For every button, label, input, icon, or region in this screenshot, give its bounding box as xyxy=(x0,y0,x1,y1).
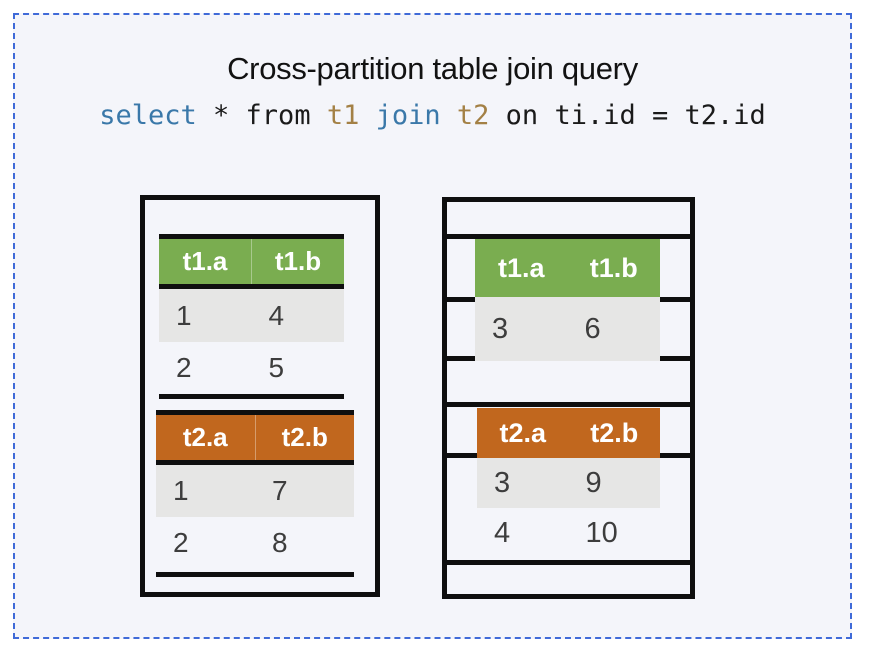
sql-token-t1: t1 xyxy=(326,100,360,131)
sql-token-t2: t2 xyxy=(456,100,490,131)
data-cell: 2 xyxy=(173,527,189,558)
table-rule xyxy=(156,410,354,415)
sql-token-star-from: * from xyxy=(196,100,327,131)
sql-token-join: join xyxy=(375,100,441,131)
partition-rule xyxy=(447,234,690,239)
table-rule xyxy=(156,460,354,465)
diagram-title: Cross-partition table join query xyxy=(227,51,638,86)
data-cell: 10 xyxy=(585,516,618,549)
data-cell: 5 xyxy=(268,352,285,383)
sql-query-line: select * from t1 join t2 on ti.id = t2.i… xyxy=(15,100,850,131)
partition-rule xyxy=(447,402,690,407)
table-rule xyxy=(159,394,344,399)
header-cell: t2.a xyxy=(499,417,547,448)
data-cell: 8 xyxy=(272,527,288,558)
table-t1-left: t1.a t1.b 1 4 2 5 xyxy=(159,234,344,399)
sql-token-on-clause: on ti.id = t2.id xyxy=(489,100,766,131)
data-cell: 2 xyxy=(176,352,192,383)
sql-token-space1 xyxy=(359,100,375,131)
t1-header-row: t1.a t1.b xyxy=(159,239,344,284)
data-cell: 3 xyxy=(494,466,511,499)
table-row: 1 7 xyxy=(156,465,354,517)
sql-token-space2 xyxy=(441,100,457,131)
data-cell: 3 xyxy=(492,312,509,345)
table-row: 3 9 xyxy=(477,458,660,508)
slide-dashed-frame: Cross-partition table join query select … xyxy=(13,13,852,639)
table-rule xyxy=(159,234,344,239)
table-row: 2 5 xyxy=(159,342,344,394)
partition-box-left: t1.a t1.b 1 4 2 5 t2.a t2.b xyxy=(140,195,380,597)
header-cell: t2.b xyxy=(254,415,355,460)
header-cell: t1.b xyxy=(251,239,344,284)
table-rule xyxy=(156,572,354,577)
table-rule xyxy=(159,284,344,289)
header-cell: t2.b xyxy=(590,417,639,448)
data-cell: 6 xyxy=(584,312,601,345)
data-cell: 9 xyxy=(585,466,602,499)
table-row: 1 4 xyxy=(159,289,344,342)
header-cell: t1.a xyxy=(182,246,228,276)
partition-box-right: t1.a t1.b 3 6 t2.a t2.b 3 9 4 10 xyxy=(442,197,695,599)
sql-token-select: select xyxy=(99,100,197,131)
header-cell: t2.a xyxy=(182,422,228,452)
partition-rule xyxy=(447,560,690,565)
data-cell: 1 xyxy=(173,475,189,506)
t2-header-row: t2.a t2.b xyxy=(156,415,354,460)
data-cell: 1 xyxy=(176,299,192,331)
table-row: 4 10 xyxy=(477,508,660,558)
data-cell: 4 xyxy=(494,516,511,549)
table-row: 2 8 xyxy=(156,517,354,569)
data-cell: 7 xyxy=(272,475,288,506)
table-row: 3 6 xyxy=(475,297,660,361)
data-cell: 4 xyxy=(268,299,285,331)
header-cell: t1.a xyxy=(497,252,545,283)
table-t2-left: t2.a t2.b 1 7 2 8 xyxy=(156,410,354,577)
header-cell: t1.b xyxy=(589,252,638,283)
t2-header-row-right: t2.a t2.b xyxy=(477,408,660,458)
t1-header-row-right: t1.a t1.b xyxy=(475,239,660,297)
